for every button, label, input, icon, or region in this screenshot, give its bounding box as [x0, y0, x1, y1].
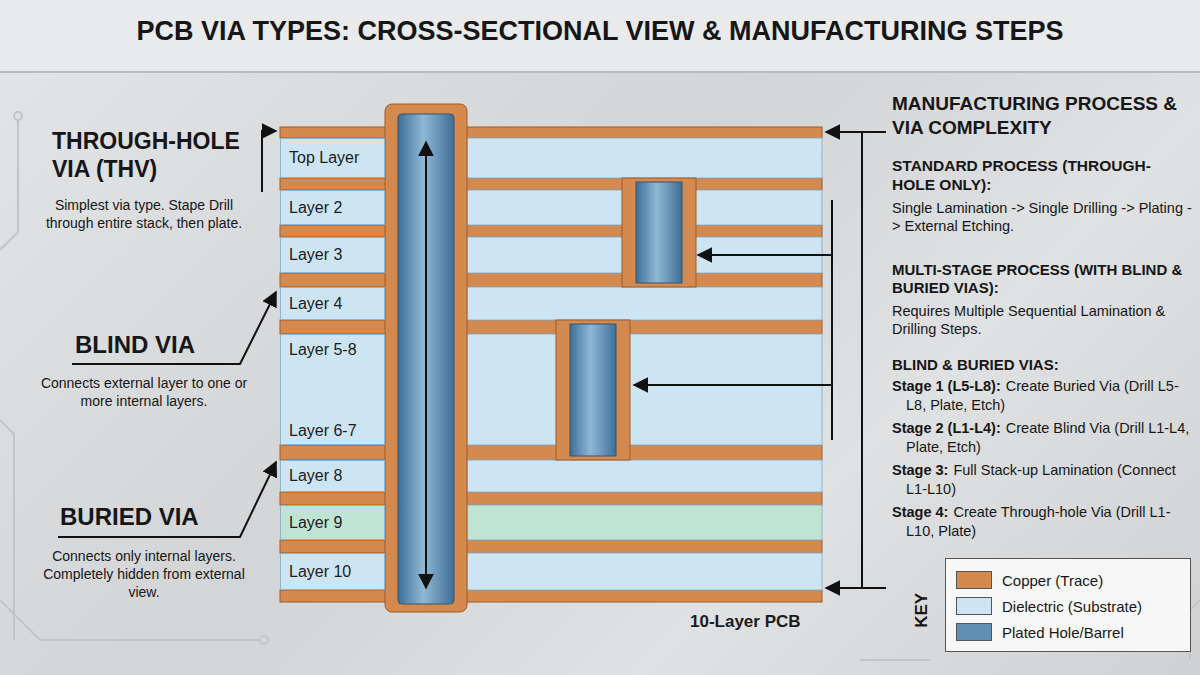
layer-label: Layer 5-8 — [289, 341, 376, 359]
layer-label: Layer 9 — [289, 514, 376, 532]
text-group: THROUGH-HOLE VIA (THV) — [52, 128, 257, 183]
text-group: Single Lamination -> Single Drilling -> … — [892, 199, 1192, 235]
diagram-title: PCB VIA TYPES: CROSS-SECTIONAL VIEW & MA… — [0, 16, 1200, 47]
layer-label: Layer 4 — [289, 295, 376, 313]
text-group: Stage 1 (L5-L8):Create Buried Via (Drill… — [892, 377, 1194, 415]
legend-row: Copper (Trace) — [956, 567, 1180, 593]
board-caption: 10-Layer PCB — [690, 612, 801, 632]
process-note: Single Lamination -> Single Drilling -> … — [892, 200, 1192, 234]
layer-band: Layer 8 — [280, 460, 385, 492]
layer-label: Layer 8 — [289, 467, 376, 485]
layer-label: Layer 10 — [289, 563, 376, 581]
text-group: KEY — [912, 580, 932, 628]
dielectric-layer — [467, 460, 822, 492]
copper-trace — [280, 492, 822, 505]
legend-row: Plated Hole/Barrel — [956, 619, 1180, 645]
stage-name: Stage 4: — [892, 504, 948, 520]
text-group: STANDARD PROCESS (THROUGH-HOLE ONLY): — [892, 157, 1192, 194]
dielectric-layer — [467, 334, 822, 445]
panel-heading: MANUFACTURING PROCESS & VIA COMPLEXITY — [892, 93, 1177, 138]
copper-trace — [280, 540, 822, 553]
layer-label: Layer 3 — [289, 246, 376, 264]
buried-via-copper — [556, 320, 630, 460]
text-group: Requires Multiple Sequential Lamination … — [892, 302, 1192, 338]
layer-band: Layer 5-8Layer 6-7 — [280, 334, 385, 445]
layer-band: Layer 2 — [280, 190, 385, 225]
callout-heading: BLIND VIA — [75, 331, 195, 358]
section-heading: STANDARD PROCESS (THROUGH-HOLE ONLY): — [892, 157, 1151, 193]
layer-label: Layer 6-7 — [289, 422, 376, 440]
section-heading: MULTI-STAGE PROCESS (WITH BLIND & BURIED… — [892, 261, 1182, 296]
process-brackets — [634, 132, 886, 588]
leader-lines — [58, 131, 276, 537]
legend-text: Copper (Trace) — [1002, 572, 1103, 589]
text-group: Stage 3:Full Stack-up Lamination (Connec… — [892, 461, 1194, 499]
text-group: BURIED VIA — [60, 503, 240, 531]
copper-trace — [280, 590, 822, 602]
dielectric-layer — [467, 138, 822, 178]
callout-note: Connects external layer to one or more i… — [41, 375, 247, 409]
through-hole-copper — [385, 104, 467, 612]
copper-trace — [280, 127, 822, 138]
background-traces — [0, 112, 1200, 660]
layer-label: Layer 2 — [289, 199, 376, 217]
text-group: Stage 4:Create Through-hole Via (Drill L… — [892, 503, 1194, 541]
dielectric-layer — [467, 553, 822, 590]
copper-trace — [280, 273, 822, 287]
copper-trace — [280, 225, 822, 237]
text-group: BLIND VIA — [75, 331, 245, 359]
stage-name: Stage 3: — [892, 462, 948, 478]
pcb-stack: 10-Layer PCB Top LayerLayer 2 Layer 3 Layer… — [280, 100, 825, 645]
legend-row: Dielectric (Substrate) — [956, 593, 1180, 619]
copper-trace — [280, 178, 822, 190]
copper-trace — [280, 445, 822, 460]
callout-note: Simplest via type. Stape Drill through e… — [46, 197, 242, 231]
blind-via-copper — [622, 178, 696, 287]
layer-band: Layer 3 — [280, 237, 385, 273]
stage-name: Stage 2 (L1-L4): — [892, 420, 1001, 436]
legend-box: Copper (Trace) Dielectric (Substrate) Plat… — [945, 558, 1191, 652]
text-group: MULTI-STAGE PROCESS (WITH BLIND & BURIED… — [892, 261, 1194, 297]
layer-band: Layer 9 — [280, 505, 385, 540]
text-group: BLIND & BURIED VIAS: — [892, 356, 1192, 373]
drill-depth-arrow — [425, 142, 427, 588]
text-group: Connects only internal layers. Completel… — [30, 547, 258, 602]
text-group: Connects external layer to one or more i… — [30, 374, 258, 410]
blind-via-barrel — [636, 182, 682, 283]
key-heading: KEY — [912, 593, 931, 628]
pcb-board — [280, 104, 822, 612]
legend-text: Plated Hole/Barrel — [1002, 624, 1124, 641]
text-group: Simplest via type. Stape Drill through e… — [30, 196, 258, 232]
section-heading: BLIND & BURIED VIAS: — [892, 356, 1059, 373]
layer-band: Layer 10 — [280, 553, 385, 590]
callout-note: Connects only internal layers. Completel… — [43, 548, 245, 600]
layer-label: Top Layer — [289, 149, 376, 167]
legend-swatch — [956, 623, 992, 641]
process-note: Requires Multiple Sequential Lamination … — [892, 303, 1165, 337]
dielectric-layer — [467, 505, 822, 540]
callout-heading: BURIED VIA — [60, 503, 199, 530]
layer-band: Layer 4 — [280, 287, 385, 320]
legend-swatch — [956, 597, 992, 615]
through-hole-barrel — [398, 114, 454, 604]
layer-band: Top Layer — [280, 138, 385, 178]
dielectric-layer — [467, 287, 822, 320]
buried-via-barrel — [570, 324, 616, 456]
title-bar — [0, 0, 1200, 72]
text-group: MANUFACTURING PROCESS & VIA COMPLEXITY — [892, 92, 1192, 140]
stage-name: Stage 1 (L5-L8): — [892, 378, 1001, 394]
legend-swatch — [956, 571, 992, 589]
text-group: Stage 2 (L1-L4):Create Blind Via (Drill … — [892, 419, 1194, 457]
legend-text: Dielectric (Substrate) — [1002, 598, 1142, 615]
callout-heading: THROUGH-HOLE VIA (THV) — [52, 128, 240, 182]
copper-trace — [280, 320, 822, 334]
